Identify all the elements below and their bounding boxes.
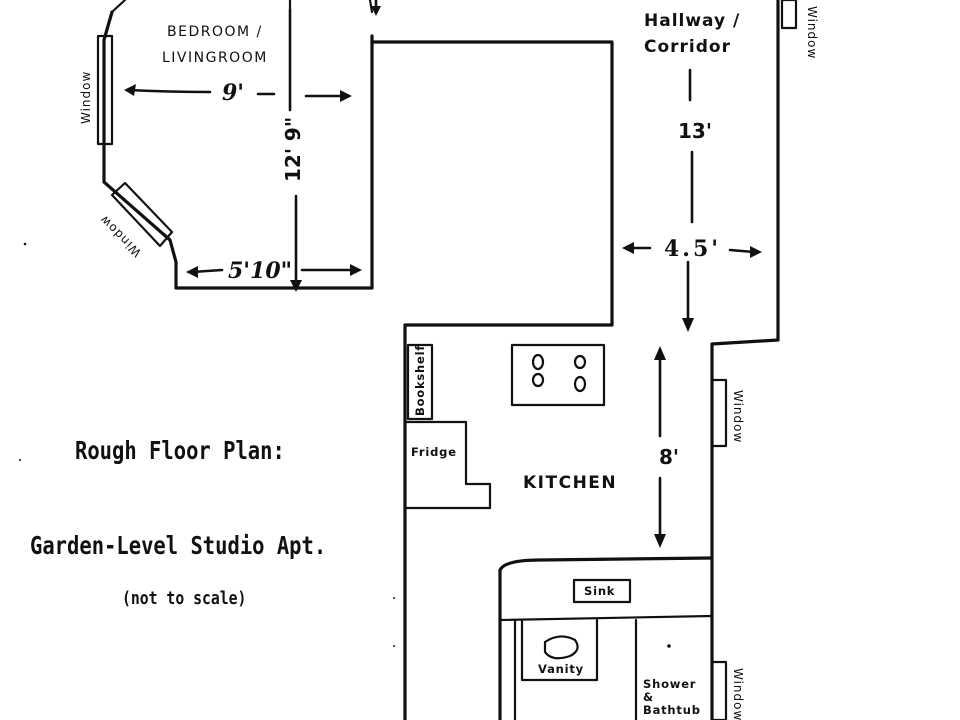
kitchen-label: KITCHEN [523,473,617,493]
dim-kitchen-length: 8' [654,346,679,548]
top-right-window-label: Window [805,6,819,59]
left-window: Window [79,34,114,146]
bath-window-label: Window [731,668,745,720]
dim-hallway-length-label: 13' [678,119,712,143]
dim-bedroom-depth: 12' 9" [281,8,305,292]
plan-subtitle: Garden-Level Studio Apt. [30,531,327,560]
shower-label-line1: Shower [643,677,696,691]
dim-hallway-length: 13' [678,68,712,332]
angled-window: Window [97,181,174,260]
bath-window: Window [710,660,745,720]
angled-window-label: Window [97,212,145,260]
shower-label-line2: & [643,690,654,704]
dim-hallway-width-label: 4.5' [664,236,721,262]
hallway-label-line2: Corridor [644,37,731,57]
dim-bedroom-lower-label: 5'10" [228,258,292,284]
dim-bedroom-width-label: 9' [222,80,244,106]
bookshelf: Bookshelf [406,343,434,421]
fridge-label: Fridge [411,445,457,459]
plan-note: (not to scale) [122,588,247,609]
plan-title: Rough Floor Plan: [75,436,285,465]
bedroom-label-line1: BEDROOM / [167,24,263,40]
right-window-label: Window [731,390,745,443]
dim-door-arrow [371,0,381,16]
dim-kitchen-length-label: 8' [659,445,679,469]
hallway-label-line1: Hallway / [644,11,740,31]
bathroom-walls [498,556,714,720]
stove [510,343,606,407]
left-window-label: Window [79,71,93,124]
bedroom-walls [102,0,614,720]
vanity: Vanity [520,618,599,682]
right-window: Window [710,378,745,448]
sink: Sink [572,578,632,604]
shower-bathtub: Shower & Bathtub [643,644,701,717]
bedroom-label-line2: LIVINGROOM [162,50,268,66]
top-right-window: Window [780,0,819,59]
dim-bedroom-depth-label: 12' 9" [281,117,305,182]
bookshelf-label: Bookshelf [413,345,427,416]
dim-bedroom-lower: 5'10" [186,258,362,284]
vanity-label: Vanity [538,662,584,676]
dim-hallway-width: 4.5' [622,236,762,262]
sink-label: Sink [584,584,615,598]
dim-bedroom-width: 9' [124,80,352,106]
shower-label-line3: Bathtub [643,703,701,717]
fridge: Fridge [403,420,492,510]
